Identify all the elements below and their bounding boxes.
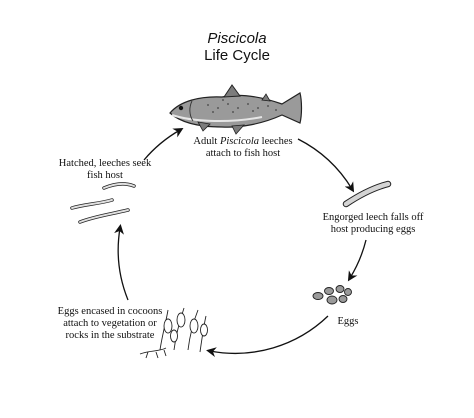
arrow-eggs-to-cocoons bbox=[206, 315, 329, 358]
label-hatched: Hatched, leeches seek fish host bbox=[58, 158, 152, 181]
arrow-engorged-to-eggs bbox=[347, 239, 367, 282]
arrow-cocoons-to-hatched bbox=[114, 224, 129, 301]
label-cocoons: Eggs encased in cocoons attach to vegeta… bbox=[57, 306, 163, 341]
arrow-hatched-to-fish bbox=[143, 128, 184, 161]
arrow-fish-to-engorged bbox=[297, 138, 355, 193]
eggs-cluster-icon bbox=[312, 285, 352, 305]
cocoons-on-vegetation-icon bbox=[139, 307, 208, 359]
label-eggs: Eggs bbox=[337, 316, 359, 327]
engorged-leech-icon bbox=[342, 180, 392, 208]
label-engorged: Engorged leech falls off host producing … bbox=[322, 212, 424, 235]
label-adult: Adult Piscicola leeches attach to fish h… bbox=[193, 136, 293, 159]
hatched-leech-icon bbox=[102, 182, 136, 190]
hatched-leech-icon bbox=[70, 198, 114, 210]
hatched-leech-icon bbox=[78, 208, 130, 224]
title-main: Life Cycle bbox=[204, 47, 270, 64]
fish-icon bbox=[169, 84, 303, 135]
title-genus: Piscicola bbox=[207, 30, 267, 47]
